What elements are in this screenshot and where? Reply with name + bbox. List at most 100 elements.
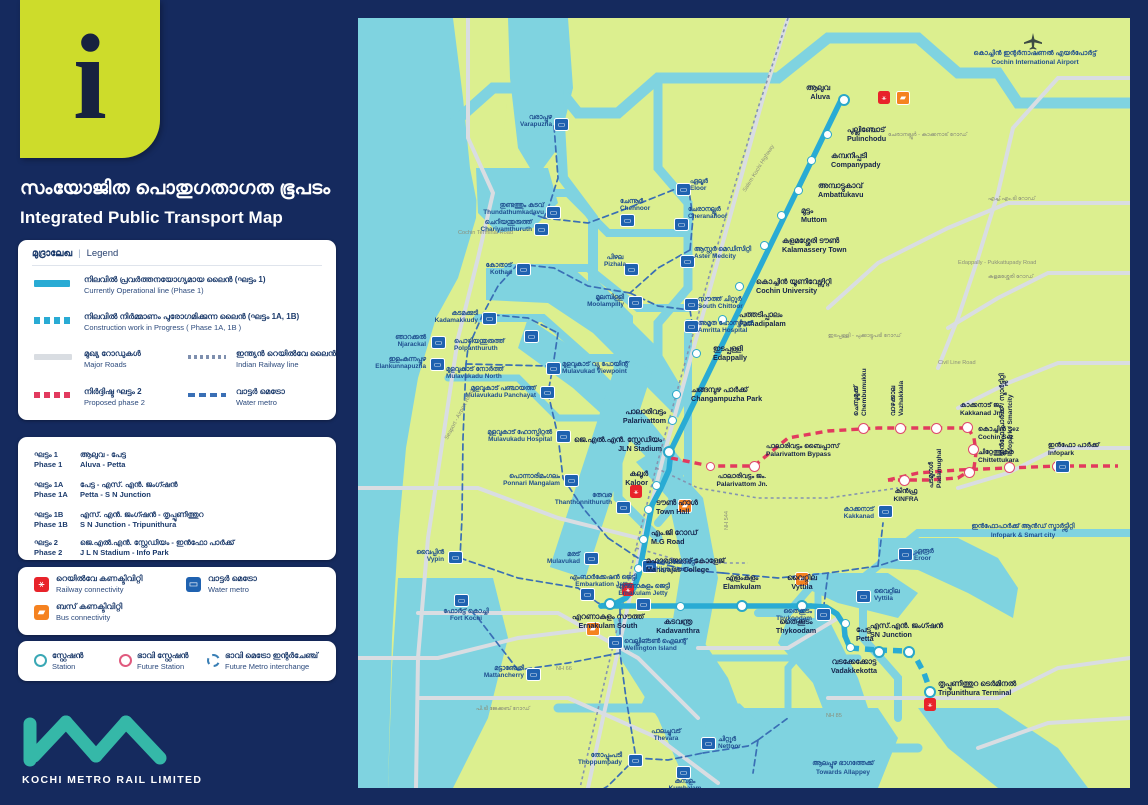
future-station-marker-vazhakkala[interactable]: [895, 423, 906, 434]
map-water-metro-icon-eroor[interactable]: ▭: [898, 548, 913, 561]
future-station-marker-chittettukara[interactable]: [964, 467, 975, 478]
map-railway-icon-aluva[interactable]: ⚹: [878, 91, 890, 104]
map-water-metro-icon-aster-medcity[interactable]: ▭: [680, 255, 695, 268]
station-marker-ambattukavu[interactable]: [794, 186, 803, 195]
station-marker-vyttila[interactable]: [796, 600, 808, 612]
map-water-metro-icon-chariyamthuruth[interactable]: ▭: [534, 223, 549, 236]
future-station-marker-padamughal[interactable]: [931, 423, 942, 434]
map-water-metro-icon-amritta-hospital[interactable]: ▭: [684, 320, 699, 333]
map-water-metro-icon-ponnari-mangalam[interactable]: ▭: [564, 474, 579, 487]
page-title-malayalam: സംയോജിത പൊതുഗതാഗത ഭൂപടം: [20, 178, 331, 199]
map-water-metro-icon-polpanthuruth[interactable]: ▭: [524, 330, 539, 343]
map-water-metro-icon-mattancherry[interactable]: ▭: [526, 668, 541, 681]
map-water-metro-icon-wellington-island[interactable]: ▭: [608, 636, 623, 649]
station-marker-petta[interactable]: [846, 643, 855, 652]
station-marker-mg-road[interactable]: [639, 535, 648, 544]
transport-map[interactable]: ⚹ ▰ ⚹ ▰ ⚹ ▰ ▰ ⚹ ▭ ▭ ▭ ▭ ▭ ▭ ▭ ▭ ▭ ▭ ▭ ▭ …: [358, 18, 1130, 788]
map-water-metro-icon-mulavukadu-panchayat[interactable]: ▭: [540, 386, 555, 399]
legend-swatch-proposed-phase2: [34, 392, 72, 398]
map-water-metro-icon-high-court[interactable]: ▭: [642, 560, 657, 573]
station-circle-icon: [34, 654, 47, 667]
station-marker-elamkulam[interactable]: [736, 600, 748, 612]
station-marker-tripunithura-terminal[interactable]: [924, 686, 936, 698]
phase-1a-label-en: Phase 1A: [34, 490, 68, 499]
map-bus-icon-ernakulam-south[interactable]: ▰: [586, 622, 600, 636]
map-bus-icon-vyttila[interactable]: ▰: [795, 572, 809, 586]
map-water-metro-icon-infopark[interactable]: ▭: [1055, 460, 1070, 473]
map-water-metro-icon-vypin[interactable]: ▭: [448, 551, 463, 564]
phase-2-label-en: Phase 2: [34, 548, 63, 557]
station-marker-ernakulam-south[interactable]: [604, 598, 616, 610]
map-railway-icon-ernakulam-jn[interactable]: ⚹: [622, 583, 634, 596]
map-water-metro-icon-thoppumpady[interactable]: ▭: [628, 754, 643, 767]
connectivity-water-metro-ml: വാട്ടർ മെട്രോ: [208, 574, 257, 583]
map-water-metro-icon-kakkanad-wm[interactable]: ▭: [878, 505, 893, 518]
info-glyph: i: [73, 10, 107, 145]
station-marker-town-hall[interactable]: [644, 505, 653, 514]
map-water-metro-icon-mulavukad-viewpoint[interactable]: ▭: [546, 362, 561, 375]
station-legend-station-en: Station: [52, 662, 76, 671]
future-station-marker-kakkanad-jn[interactable]: [962, 422, 973, 433]
legend-header-separator: |: [78, 248, 81, 259]
map-bus-icon-kaloor[interactable]: ▰: [678, 499, 692, 513]
station-marker-edappally[interactable]: [692, 349, 701, 358]
station-marker-aluva[interactable]: [838, 94, 850, 106]
phase-1-label-en: Phase 1: [34, 460, 63, 469]
map-water-metro-icon-mulavukad[interactable]: ▭: [584, 552, 599, 565]
info-badge: i: [20, 0, 160, 158]
future-station-marker-cochin-sez[interactable]: [968, 444, 979, 455]
future-station-marker-palarivattom-jn[interactable]: [706, 462, 715, 471]
map-water-metro-icon-thykoodam-wm[interactable]: ▭: [816, 608, 831, 621]
station-marker-kaloor[interactable]: [652, 481, 661, 490]
map-water-metro-icon-njarackal[interactable]: ▭: [431, 336, 446, 349]
railway-icon: ⚹: [34, 577, 49, 592]
legend-item-railway-line: ഇന്ത്യൻ റെയിൽവേ ലൈൻ Indian Railway line: [236, 348, 336, 370]
future-station-marker-chembumukku[interactable]: [858, 423, 869, 434]
map-water-metro-icon-ernakulam-jetty[interactable]: ▭: [636, 598, 651, 611]
station-marker-changampuzha-park[interactable]: [672, 390, 681, 399]
map-water-metro-icon-pizhala[interactable]: ▭: [624, 263, 639, 276]
map-water-metro-icon-kadamakkudy[interactable]: ▭: [482, 312, 497, 325]
legend-item-major-roads: മുഖ്യ റോഡുകൾ Major Roads: [84, 348, 194, 370]
map-water-metro-icon-kumbalam[interactable]: ▭: [676, 766, 691, 779]
map-water-metro-icon-vyttila-wm[interactable]: ▭: [856, 590, 871, 603]
station-marker-thykoodam[interactable]: [841, 619, 850, 628]
map-water-metro-icon-thundathumkadavu[interactable]: ▭: [546, 206, 561, 219]
station-marker-cochin-university[interactable]: [735, 282, 744, 291]
station-marker-muttom[interactable]: [777, 211, 786, 220]
map-water-metro-icon-eloor[interactable]: ▭: [676, 183, 691, 196]
map-water-metro-icon-chennoor[interactable]: ▭: [620, 214, 635, 227]
future-station-marker-kinfra[interactable]: [899, 475, 910, 486]
station-marker-palarivattom[interactable]: [668, 416, 677, 425]
map-water-metro-icon-south-chittoor[interactable]: ▭: [684, 298, 699, 311]
station-marker-kadavanthra[interactable]: [676, 602, 685, 611]
map-water-metro-icon-varapuzha[interactable]: ▭: [554, 118, 569, 131]
map-water-metro-icon-fort-kochi[interactable]: ▭: [454, 594, 469, 607]
map-water-metro-icon-nettoor[interactable]: ▭: [701, 737, 716, 750]
map-water-metro-icon-embarkation-jetty[interactable]: ▭: [580, 588, 595, 601]
map-railway-icon-town-hall[interactable]: ⚹: [630, 485, 642, 498]
legend-item-construction-ml: നിലവിൽ നിർമ്മാണം പുരോഗമിക്കുന്ന ലൈൻ (ഘട്…: [84, 312, 300, 321]
map-water-metro-icon-kothad[interactable]: ▭: [516, 263, 531, 276]
map-railway-icon-tripunithura[interactable]: ⚹: [924, 698, 936, 711]
legend-swatch-railway-line: [188, 355, 226, 359]
future-station-marker-infopark-smartcity[interactable]: [1004, 462, 1015, 473]
legend-item-operational-en: Currently Operational line (Phase 1): [84, 286, 204, 295]
station-marker-jln-stadium[interactable]: [663, 446, 675, 458]
map-water-metro-icon-elankunnapuzha[interactable]: ▭: [430, 358, 445, 371]
map-water-metro-icon-mulavukadu-hospital[interactable]: ▭: [556, 430, 571, 443]
map-water-metro-icon-thanthonnithuruth[interactable]: ▭: [616, 501, 631, 514]
station-marker-vadakkekotta[interactable]: [873, 646, 885, 658]
map-bus-icon-aluva[interactable]: ▰: [896, 91, 910, 105]
map-water-metro-icon-cheranalloor[interactable]: ▭: [674, 218, 689, 231]
phase-1-route-ml: ആലുവ - പേട്ട: [80, 450, 126, 459]
station-marker-pulinchodu[interactable]: [823, 130, 832, 139]
future-station-marker-palarivattom-bypass[interactable]: [749, 461, 760, 472]
legend-header-en: Legend: [86, 248, 119, 259]
legend-item-operational: നിലവിൽ പ്രവർത്തനയോഗ്യമായ ലൈൻ (ഘട്ടം 1) C…: [84, 274, 324, 296]
station-marker-sn-junction[interactable]: [903, 646, 915, 658]
station-marker-pathadipalam[interactable]: [718, 315, 727, 324]
station-marker-kalamassery-town[interactable]: [760, 241, 769, 250]
map-water-metro-icon-moolampilly[interactable]: ▭: [628, 296, 643, 309]
station-marker-companypady[interactable]: [807, 156, 816, 165]
